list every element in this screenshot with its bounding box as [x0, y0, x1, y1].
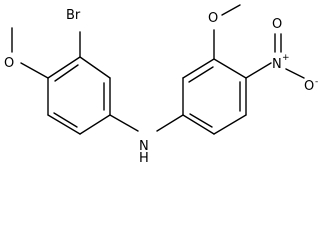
- atom-n-amine: N: [139, 139, 149, 154]
- bond: [47, 114, 81, 135]
- double-bond-inner: [188, 66, 214, 83]
- right-benzene-ring: [182, 58, 247, 135]
- bond: [213, 114, 247, 135]
- atom-h-amine: H: [139, 151, 149, 162]
- bond-c-n: [109, 114, 139, 132]
- bond-n-o-single: [285, 68, 305, 79]
- bond-o-ch3: [221, 4, 241, 16]
- bond: [182, 114, 215, 135]
- bond: [213, 58, 247, 79]
- atom-o-nitro-top: O: [272, 17, 282, 32]
- bond: [79, 114, 111, 135]
- double-bond-inner: [53, 112, 78, 128]
- bond-c-o: [20, 62, 49, 79]
- atom-o-methoxy-left: O: [4, 56, 14, 71]
- structure-diagram: Br O N H O N + O O -: [4, 4, 318, 162]
- atom-o-methoxy-right: O: [208, 11, 218, 26]
- bond: [79, 56, 111, 79]
- atom-n-nitro: N: [272, 57, 282, 72]
- bond-c-n-nitro: [245, 62, 272, 79]
- bond: [47, 56, 81, 79]
- left-benzene-ring: [47, 56, 111, 135]
- bond: [182, 58, 215, 79]
- double-bond-inner: [189, 113, 213, 128]
- double-bond-inner: [54, 64, 79, 82]
- charge-o-nitro: -: [315, 77, 318, 87]
- atom-o-nitro-right: O: [304, 79, 314, 94]
- bond-n-c: [156, 114, 184, 132]
- atom-br: Br: [66, 8, 81, 23]
- charge-n-nitro: +: [282, 53, 290, 63]
